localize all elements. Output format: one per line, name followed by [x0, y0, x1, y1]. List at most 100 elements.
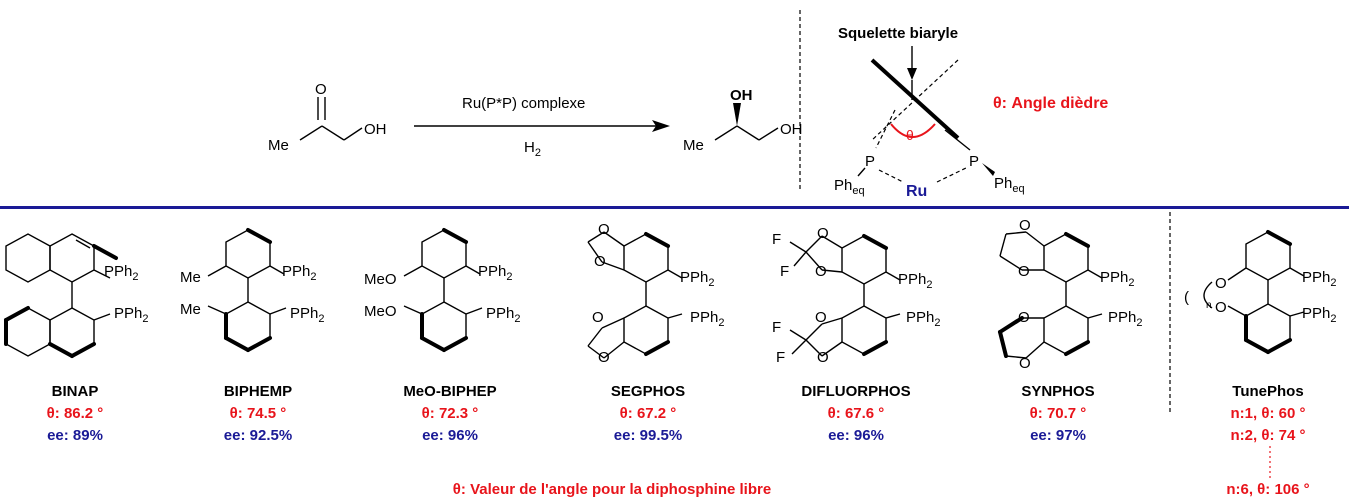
ligand-name-synphos: SYNPHOS: [1021, 383, 1094, 400]
product-oh-right: OH: [780, 121, 803, 138]
segphos-o-4: O: [598, 349, 610, 366]
structure-biphemp: Me PPh2 Me PPh2: [180, 228, 324, 352]
tunephos-o-bottom: O: [1215, 299, 1227, 316]
reactant-o: O: [315, 81, 327, 98]
skeleton-label: Squelette biaryle: [838, 25, 958, 42]
meo-biphep-meo-2: MeO: [364, 303, 397, 320]
difluorphos-pph2-1: PPh2: [898, 271, 932, 291]
model-ph-left: Pheq: [834, 177, 865, 197]
dihedral-model: Squelette biaryle θ θ: Angle dièdre P P …: [834, 25, 1108, 200]
model-p-left: P: [865, 153, 875, 170]
biphemp-me-1: Me: [180, 269, 201, 286]
segphos-o-2: O: [594, 253, 606, 270]
difluorphos-f-3: F: [772, 319, 781, 336]
tunephos-row-1: n:1, θ: 60 °: [1231, 405, 1306, 422]
difluorphos-f-2: F: [780, 263, 789, 280]
theta-angle-label: θ: Angle dièdre: [993, 95, 1108, 112]
catalyst-label: Ru(P*P) complexe: [462, 95, 585, 112]
segphos-pph2-2: PPh2: [690, 309, 724, 329]
ligand-ee-meo-biphep: ee: 96%: [422, 427, 478, 444]
ligand-ee-binap: ee: 89%: [47, 427, 103, 444]
tunephos-sub-bottom-subscript: 2: [1330, 313, 1336, 325]
ligand-theta-segphos: θ: 67.2 °: [620, 405, 677, 422]
tunephos-o-top: O: [1215, 275, 1227, 292]
structure-binap: PPh2 PPh2: [4, 233, 148, 358]
tunephos-sub-top-subscript: 2: [1330, 277, 1336, 289]
segphos-o-3: O: [592, 309, 604, 326]
model-p-right: P: [969, 153, 979, 170]
biphemp-me-2: Me: [180, 301, 201, 318]
reaction-arrow: Ru(P*P) complexe H2: [414, 95, 670, 159]
model-eq-right: eq: [1012, 183, 1024, 195]
reagent-text: H: [524, 139, 535, 156]
difluorphos-f-1: F: [772, 231, 781, 248]
product-me: Me: [683, 137, 704, 154]
meo-biphep-pph2-1: PPh2: [478, 263, 512, 283]
biphemp-pph2-1: PPh2: [282, 263, 316, 283]
ligand-ee-segphos: ee: 99.5%: [614, 427, 682, 444]
segphos-o-1: O: [598, 221, 610, 238]
ligand-name-difluorphos: DIFLUORPHOS: [801, 383, 910, 400]
model-theta: θ: [906, 127, 914, 143]
tunephos-sub-top: PPh2: [1302, 269, 1336, 289]
synphos-pph2-1: PPh2: [1100, 269, 1134, 289]
ligand-theta-binap: θ: 86.2 °: [47, 405, 104, 422]
product-oh-top: OH: [730, 87, 753, 104]
structure-segphos: O O PPh2 O O PPh2: [587, 221, 724, 366]
tunephos-row-3: n:6, θ: 106 °: [1226, 481, 1309, 498]
reactant-me: Me: [268, 137, 289, 154]
tunephos-n: n: [1206, 300, 1212, 311]
tunephos-paren: (: [1184, 289, 1189, 306]
segphos-pph2-1: PPh2: [680, 269, 714, 289]
ligand-name-biphemp: BIPHEMP: [224, 383, 292, 400]
meo-biphep-meo-1: MeO: [364, 271, 397, 288]
reactant-oh: OH: [364, 121, 387, 138]
difluorphos-o-3: O: [815, 309, 827, 326]
tunephos-name: TunePhos: [1232, 383, 1303, 400]
ligand-labels: BINAP θ: 86.2 ° ee: 89% BIPHEMP θ: 74.5 …: [47, 383, 1310, 498]
model-ph-left-text: Ph: [834, 177, 852, 194]
binap-sub-1: PPh2: [104, 263, 138, 283]
synphos-pph2-2: PPh2: [1108, 309, 1142, 329]
footnote: θ: Valeur de l'angle pour la diphosphine…: [453, 481, 771, 498]
reagent-label: H2: [524, 139, 541, 159]
synphos-o-4: O: [1019, 355, 1031, 372]
tunephos-sub-bottom-text: PPh: [1302, 305, 1330, 322]
reagent-subscript: 2: [535, 147, 541, 159]
difluorphos-o-1: O: [817, 225, 829, 242]
ligand-ee-difluorphos: ee: 96%: [828, 427, 884, 444]
binap-sub-2: PPh2: [114, 305, 148, 325]
structure-difluorphos: O O F F PPh2 O O F F PPh2: [772, 225, 940, 366]
difluorphos-o-4: O: [817, 349, 829, 366]
ligand-name-meo-biphep: MeO-BIPHEP: [403, 383, 496, 400]
biphemp-pph2-2: PPh2: [290, 305, 324, 325]
ligand-name-binap: BINAP: [52, 383, 99, 400]
difluorphos-f-4: F: [776, 349, 785, 366]
meo-biphep-pph2-2: PPh2: [486, 305, 520, 325]
structure-tunephos: O O ( n PPh2 PPh2: [1184, 230, 1336, 354]
reaction-scheme: Me O OH Ru(P*P) complexe H2 Me OH OH: [268, 81, 803, 159]
model-eq-left: eq: [852, 185, 864, 197]
synphos-o-2: O: [1018, 263, 1030, 280]
ligand-theta-meo-biphep: θ: 72.3 °: [422, 405, 479, 422]
tunephos-sub-bottom: PPh2: [1302, 305, 1336, 325]
structure-meo-biphep: MeO PPh2 MeO PPh2: [364, 228, 520, 352]
section-divider: [0, 206, 1349, 209]
tunephos-sub-top-text: PPh: [1302, 269, 1330, 286]
model-ph-right: Pheq: [994, 175, 1025, 195]
product-diol: Me OH OH: [683, 87, 803, 154]
model-ph-right-text: Ph: [994, 175, 1012, 192]
ligand-theta-synphos: θ: 70.7 °: [1030, 405, 1087, 422]
model-metal: Ru: [906, 183, 927, 200]
ligand-ee-synphos: ee: 97%: [1030, 427, 1086, 444]
difluorphos-o-2: O: [815, 263, 827, 280]
ligand-name-segphos: SEGPHOS: [611, 383, 685, 400]
structure-synphos: O O PPh2 O O PPh2: [998, 217, 1142, 372]
synphos-o-3: O: [1018, 309, 1030, 326]
synphos-o-1: O: [1019, 217, 1031, 234]
tunephos-row-2: n:2, θ: 74 °: [1231, 427, 1306, 444]
reactant-hydroxyacetone: Me O OH: [268, 81, 387, 154]
ligand-theta-biphemp: θ: 74.5 °: [230, 405, 287, 422]
ligand-theta-difluorphos: θ: 67.6 °: [828, 405, 885, 422]
